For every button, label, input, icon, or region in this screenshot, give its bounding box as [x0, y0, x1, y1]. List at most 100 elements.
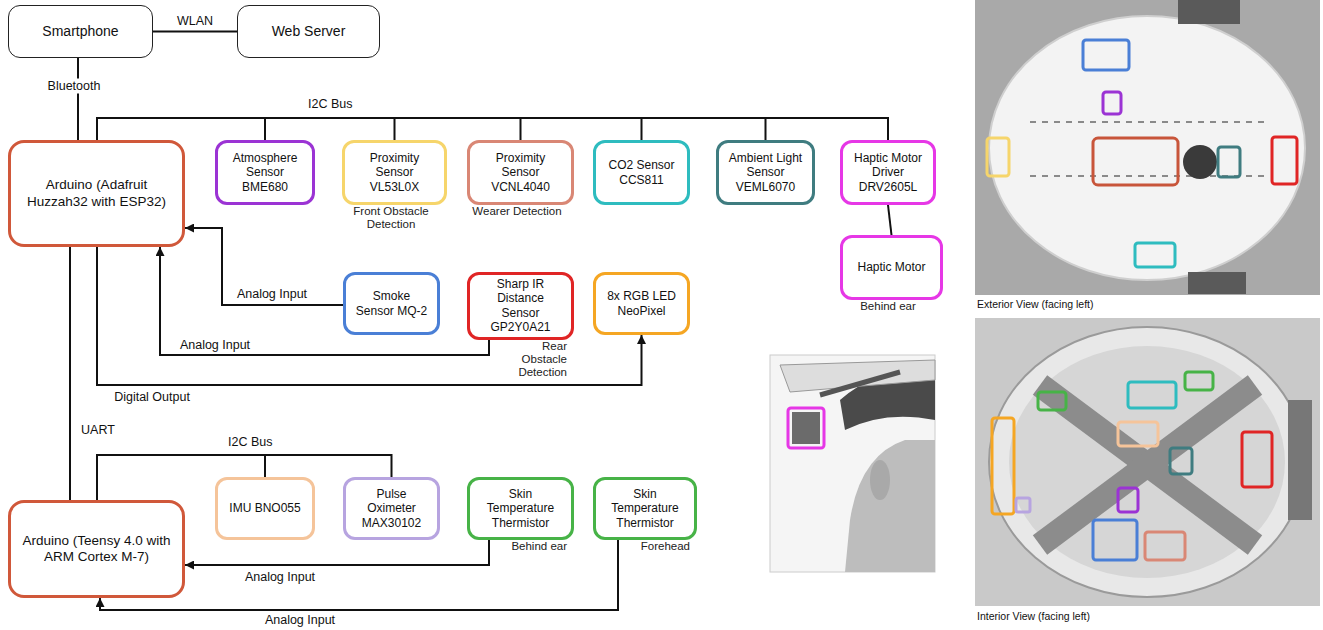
bus-label: I2C Bus	[228, 435, 272, 450]
sensor-box: Pulse Oximeter MAX30102	[343, 477, 440, 540]
connector	[185, 228, 343, 305]
photo-caption: Interior View (facing left)	[977, 610, 1090, 623]
marker-box	[788, 408, 824, 448]
marker-box	[987, 138, 1009, 176]
actuator-box: Haptic MotorBehind ear	[840, 235, 943, 300]
box-label: Skin Temperature Thermistor	[478, 487, 563, 530]
box-label: Proximity Sensor VL53L0X	[353, 151, 436, 194]
box-label: Ambient Light Sensor VEML6070	[727, 151, 804, 194]
note-holder: Rear Obstacle Detection	[505, 340, 567, 380]
marker-box	[1038, 392, 1066, 410]
note-holder: Forehead	[628, 540, 690, 553]
marker-box	[1093, 520, 1137, 560]
led-box: 8x RGB LED NeoPixel	[593, 272, 690, 335]
connector	[97, 118, 395, 140]
marker-box	[1083, 40, 1129, 70]
marker-box	[1218, 147, 1240, 177]
box-label: Smartphone	[42, 23, 118, 40]
note-holder: Behind ear	[840, 300, 936, 313]
box-label: 8x RGB LED NeoPixel	[604, 289, 679, 318]
driver-box: Haptic Motor Driver DRV2605L	[840, 140, 936, 205]
signal-label: Analog Input	[235, 287, 309, 302]
device-box: Smartphone	[8, 5, 153, 58]
note-holder: Behind ear	[505, 540, 567, 553]
signal-label: UART	[79, 423, 117, 438]
box-label: Smoke Sensor MQ-2	[354, 289, 429, 318]
sensor-box: Smoke Sensor MQ-2	[343, 272, 440, 335]
box-label: CO2 Sensor CCS811	[604, 158, 679, 187]
connector	[97, 118, 521, 140]
server-box: Web Server	[237, 5, 380, 58]
connector	[97, 118, 642, 140]
marker-box	[1145, 532, 1185, 560]
sensor-box: Ambient Light Sensor VEML6070	[716, 140, 815, 205]
signal-label: WLAN	[175, 14, 215, 29]
signal-label: Analog Input	[243, 570, 317, 585]
sensor-box: Sharp IR Distance Sensor GP2Y0A21Rear Ob…	[467, 272, 574, 340]
box-note: Forehead	[628, 540, 690, 553]
sensor-box: CO2 Sensor CCS811	[593, 140, 690, 205]
sensor-box: Proximity Sensor VL53L0XFront Obstacle D…	[342, 140, 447, 205]
connector	[97, 247, 642, 385]
box-note: Behind ear	[840, 300, 936, 313]
marker-box	[1118, 488, 1138, 512]
connector	[97, 118, 265, 140]
connector	[97, 118, 766, 140]
marker-box	[1093, 138, 1178, 185]
marker-box	[1128, 382, 1176, 408]
vent-line	[1030, 121, 1265, 123]
tape	[1288, 400, 1312, 520]
connector	[97, 118, 888, 140]
box-label: Pulse Oximeter MAX30102	[354, 487, 429, 530]
photo-ground	[975, 318, 1320, 606]
connector	[185, 540, 489, 565]
sensor-box: Atmosphere Sensor BME680	[215, 140, 315, 205]
box-label: Arduino (Adafruit Huzzah32 with ESP32)	[19, 177, 174, 209]
box-label: Proximity Sensor VCNL4040	[478, 151, 563, 194]
connector	[160, 247, 489, 355]
box-label: Skin Temperature Thermistor	[604, 487, 686, 530]
box-label: Web Server	[272, 23, 346, 40]
box-note: Front Obstacle Detection	[342, 205, 440, 231]
tape	[1188, 272, 1246, 294]
haptic-motor	[792, 412, 820, 444]
sensor-box: Skin Temperature ThermistorForehead	[593, 477, 697, 540]
caption-text: Interior View (facing left)	[977, 610, 1090, 622]
sensor-box: Proximity Sensor VCNL4040Wearer Detectio…	[467, 140, 574, 205]
box-note: Rear Obstacle Detection	[505, 340, 567, 380]
photo-ground	[975, 0, 1320, 295]
tape	[1178, 0, 1240, 24]
signal-label: Analog Input	[178, 338, 252, 353]
helmet-shell	[989, 16, 1305, 280]
box-label: Haptic Motor Driver DRV2605L	[851, 151, 925, 194]
helmet-band	[820, 372, 900, 395]
box-note: Wearer Detection	[467, 205, 567, 218]
box-label: Sharp IR Distance Sensor GP2Y0A21	[478, 277, 563, 335]
box-label: Arduino (Teensy 4.0 with ARM Cortex M-7)	[19, 533, 174, 565]
connector	[77, 58, 79, 140]
caption-text: Exterior View (facing left)	[977, 298, 1094, 310]
marker-box	[1118, 422, 1158, 446]
marker-box	[1016, 498, 1030, 512]
marker-box	[1242, 432, 1272, 487]
wearer-head	[845, 440, 935, 572]
signal-label: Analog Input	[263, 613, 337, 628]
connector	[153, 31, 237, 33]
box-label: Atmosphere Sensor BME680	[226, 151, 304, 194]
note-holder: Front Obstacle Detection	[342, 205, 440, 231]
helmet-brim	[780, 360, 935, 392]
signal-label: Bluetooth	[46, 79, 103, 94]
box-label: IMU BNO055	[229, 501, 300, 515]
signal-label: Digital Output	[112, 390, 192, 405]
marker-box	[1135, 243, 1175, 267]
helmet-shell	[989, 327, 1305, 597]
marker-box	[1185, 372, 1213, 390]
photo-ground	[770, 355, 935, 572]
connector	[888, 205, 892, 235]
marker-box	[992, 418, 1014, 514]
sensor-dome	[1183, 145, 1217, 179]
bus-label: I2C Bus	[308, 97, 352, 112]
box-label: Haptic Motor	[857, 260, 925, 274]
box-note: Behind ear	[505, 540, 567, 553]
